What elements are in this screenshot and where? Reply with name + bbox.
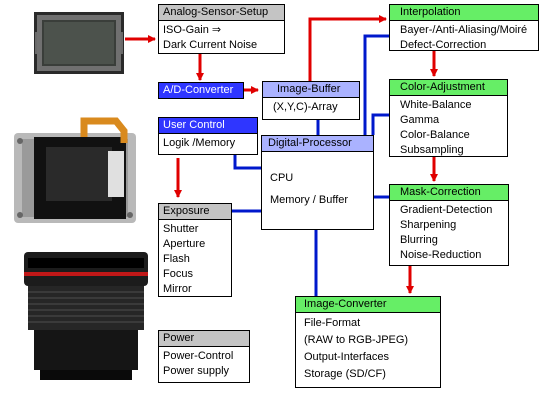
exposure-box: Exposure Shutter Aperture Flash Focus Mi… (158, 203, 232, 297)
user-control-title: User Control (159, 118, 257, 134)
interpolation-body: Bayer-/Anti-Aliasing/Moiré Defect-Correc… (390, 21, 538, 53)
user-control-line: Logik /Memory (163, 137, 236, 149)
color-line: Gamma (400, 114, 440, 126)
color-adjustment-title: Color-Adjustment (390, 80, 507, 96)
digital-processor-box: Digital-Processor CPU Memory / Buffer (261, 135, 374, 230)
color-adjustment-box: Color-Adjustment White-Balance Gamma Col… (389, 79, 508, 157)
power-box: Power Power-Control Power supply (158, 330, 250, 383)
color-line: Subsampling (400, 144, 464, 156)
dsp-line: CPU (270, 172, 294, 184)
exposure-line: Focus (163, 268, 193, 280)
mask-line: Gradient-Detection (400, 204, 493, 216)
power-body: Power-Control Power supply (159, 347, 249, 379)
image-buffer-title: Image-Buffer (263, 82, 359, 98)
analog-line: Dark Current Noise (163, 39, 258, 51)
line-user-to-dsp (233, 155, 261, 170)
converter-line: Output-Interfaces (304, 351, 389, 363)
power-line: Power supply (163, 365, 230, 377)
exposure-line: Flash (163, 253, 190, 265)
exposure-title: Exposure (159, 204, 231, 220)
exposure-line: Shutter (163, 223, 199, 235)
interpolation-title: Interpolation (390, 5, 538, 21)
color-adjustment-body: White-Balance Gamma Color-Balance Subsam… (390, 96, 507, 158)
mask-line: Blurring (400, 234, 438, 246)
color-line: Color-Balance (400, 129, 470, 141)
converter-line: Storage (SD/CF) (304, 368, 386, 380)
line-dsp-to-interpolation (363, 34, 389, 135)
exposure-line: Aperture (163, 238, 206, 250)
converter-line: File-Format (304, 317, 361, 329)
image-buffer-box: Image-Buffer (X,Y,C)-Array (262, 81, 360, 120)
digital-processor-body: CPU Memory / Buffer (262, 152, 373, 208)
mask-line: Noise-Reduction (400, 249, 482, 261)
arrow-buffer-to-interpolation (308, 15, 387, 81)
converter-line: (RAW to RGB-JPEG) (304, 334, 409, 346)
image-converter-box: Image-Converter File-Format (RAW to RGB-… (295, 296, 441, 388)
user-control-body: Logik /Memory (159, 134, 257, 151)
power-title: Power (159, 331, 249, 347)
line-dsp-to-color (371, 113, 389, 135)
image-sensor-icon (34, 12, 124, 74)
color-line: White-Balance (400, 99, 472, 111)
user-control-box: User Control Logik /Memory (158, 117, 258, 155)
image-buffer-line: (X,Y,C)-Array (273, 101, 338, 113)
image-buffer-body: (X,Y,C)-Array (263, 98, 359, 115)
analog-sensor-setup-title: Analog-Sensor-Setup (159, 5, 284, 21)
exposure-line: Mirror (163, 283, 192, 295)
image-converter-title: Image-Converter (296, 297, 440, 313)
camera-body-chassis-icon (14, 117, 136, 223)
ad-converter-title: A/D-Converter (159, 83, 243, 98)
analog-sensor-setup-box: Analog-Sensor-Setup ISO-Gain ⇒ Dark Curr… (158, 4, 285, 54)
mask-correction-box: Mask-Correction Gradient-Detection Sharp… (389, 184, 509, 266)
camera-lens-icon (24, 252, 148, 380)
analog-line: ISO-Gain ⇒ (163, 24, 222, 36)
interpolation-line: Defect-Correction (400, 39, 487, 51)
interpolation-line: Bayer-/Anti-Aliasing/Moiré (400, 24, 528, 36)
mask-correction-body: Gradient-Detection Sharpening Blurring N… (390, 201, 508, 263)
image-converter-body: File-Format (RAW to RGB-JPEG) Output-Int… (296, 313, 440, 383)
mask-correction-title: Mask-Correction (390, 185, 508, 201)
ad-converter-box: A/D-Converter (158, 82, 244, 99)
dsp-line: Memory / Buffer (270, 194, 349, 206)
analog-sensor-setup-body: ISO-Gain ⇒ Dark Current Noise (159, 21, 284, 53)
interpolation-box: Interpolation Bayer-/Anti-Aliasing/Moiré… (389, 4, 539, 51)
digital-processor-title: Digital-Processor (262, 136, 373, 152)
mask-line: Sharpening (400, 219, 457, 231)
power-line: Power-Control (163, 350, 234, 362)
exposure-body: Shutter Aperture Flash Focus Mirror (159, 220, 231, 297)
